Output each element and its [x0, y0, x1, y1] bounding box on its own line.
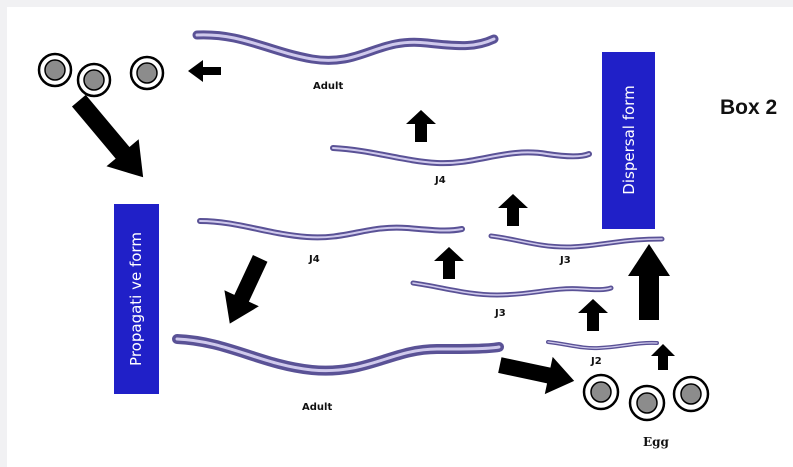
egg [78, 64, 110, 96]
arrow-adult-to-eggs [188, 60, 221, 82]
arrow-eggs-to-propagative [63, 87, 159, 191]
egg [674, 377, 708, 411]
label-j4-propagative: J4 [308, 254, 320, 265]
egg [584, 375, 618, 409]
arrow-up-j2-to-j3 [578, 299, 608, 331]
worm-j2 [548, 342, 657, 348]
worm-adult-bottom [177, 339, 499, 371]
propagative-form-box: Propagati ve form [114, 204, 159, 394]
arrow-up-egg-to-j2 [651, 344, 675, 370]
worm-j4-dispersal [333, 148, 589, 163]
worm-j3-dispersal [491, 236, 662, 247]
egg [39, 54, 71, 86]
arrow-adult-to-eggs-bottom [496, 347, 578, 400]
dispersal-form-label: Dispersal form [620, 85, 638, 194]
dispersal-form-box: Dispersal form [602, 52, 655, 229]
egg [131, 57, 163, 89]
worm-j3-propagative [413, 283, 611, 295]
diagram-svg: Box 2 Dispersal form Propagati ve form A… [7, 7, 793, 467]
worm-adult-top [197, 35, 494, 61]
eggs-top-left [39, 54, 163, 96]
life-cycle-diagram: Box 2 Dispersal form Propagati ve form A… [7, 7, 793, 467]
label-j4-dispersal: J4 [434, 175, 446, 186]
label-adult-top: Adult [313, 81, 343, 92]
label-adult-bottom: Adult [302, 402, 332, 413]
arrow-up-to-dispersal [628, 244, 670, 320]
label-egg: Egg [643, 435, 670, 449]
box-title: Box 2 [720, 96, 777, 119]
arrow-j4-to-adult [213, 250, 278, 331]
label-j3-dispersal: J3 [559, 255, 571, 266]
eggs-bottom-right [584, 375, 708, 420]
egg [630, 386, 664, 420]
label-j3-propagative: J3 [494, 308, 506, 319]
label-j2: J2 [590, 356, 602, 367]
arrow-up-j4-to-adult [406, 110, 436, 142]
propagative-form-label: Propagati ve form [127, 232, 145, 366]
worm-j4-propagative [200, 221, 462, 237]
arrow-up-j3-to-j4-propagative [434, 247, 464, 279]
arrow-up-j3-to-j4-dispersal [498, 194, 528, 226]
